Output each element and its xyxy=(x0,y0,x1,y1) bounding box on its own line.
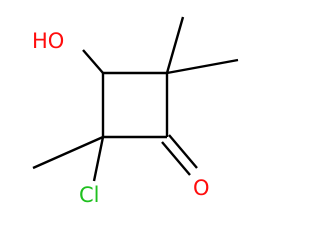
bond-methyl-right xyxy=(166,58,239,75)
bond-methyl-up xyxy=(165,16,185,74)
bond-chlorine xyxy=(92,136,105,182)
chemical-structure: HO Cl O xyxy=(32,16,239,207)
carbonyl-oxygen-label: O xyxy=(193,176,210,200)
chlorine-label: Cl xyxy=(79,183,100,207)
bond-methyl-left xyxy=(32,135,104,170)
bond-carbonyl-inner xyxy=(161,141,191,176)
hydroxyl-label: HO xyxy=(32,29,64,53)
bond-carbonyl-outer xyxy=(168,134,198,169)
bond-hydroxyl xyxy=(82,49,104,74)
